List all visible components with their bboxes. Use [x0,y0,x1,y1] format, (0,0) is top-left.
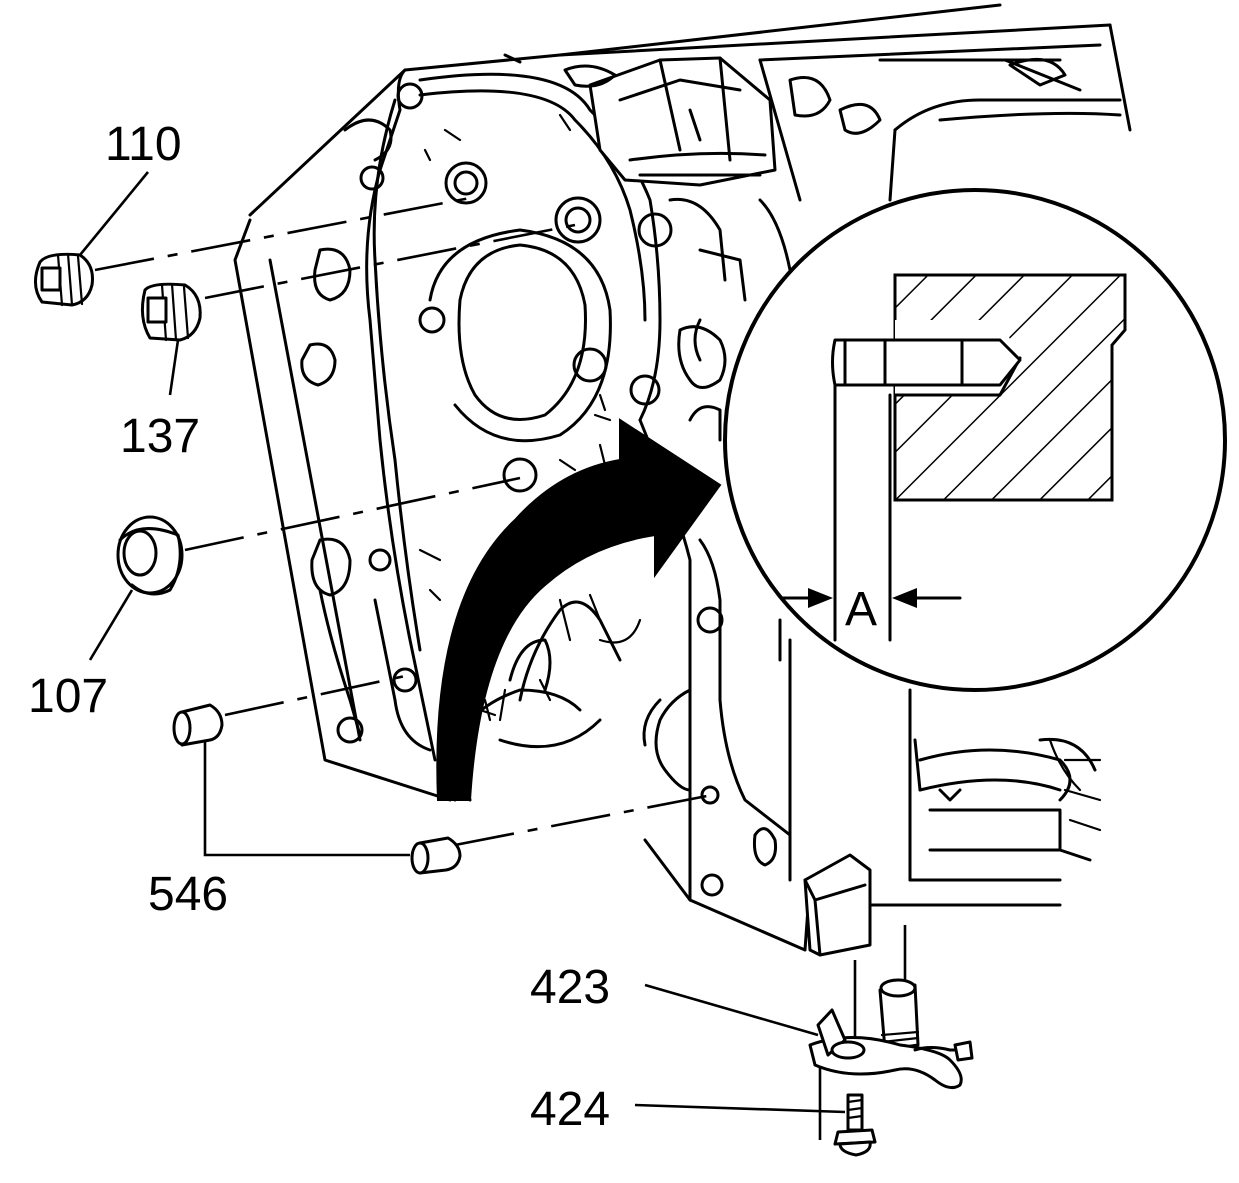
callout-110: 110 [105,118,182,171]
plug-110 [34,252,94,307]
detail-magnifier [723,188,1227,692]
bolt-424 [833,1093,877,1157]
dimension-label-a: A [845,583,877,636]
callout-137: 137 [120,410,200,463]
callout-546: 546 [148,868,228,921]
curved-arrow [436,418,722,801]
dowel-pin-546-lower [410,836,462,875]
engine-block [233,3,1132,957]
callout-leaders [78,171,846,1114]
dowel-pin-546-upper [172,703,224,747]
callout-423: 423 [530,961,610,1014]
callout-107: 107 [28,670,108,723]
cup-plug-107 [116,515,184,596]
callout-424: 424 [530,1083,610,1136]
plug-137 [140,282,202,342]
sensor-423 [808,978,974,1090]
